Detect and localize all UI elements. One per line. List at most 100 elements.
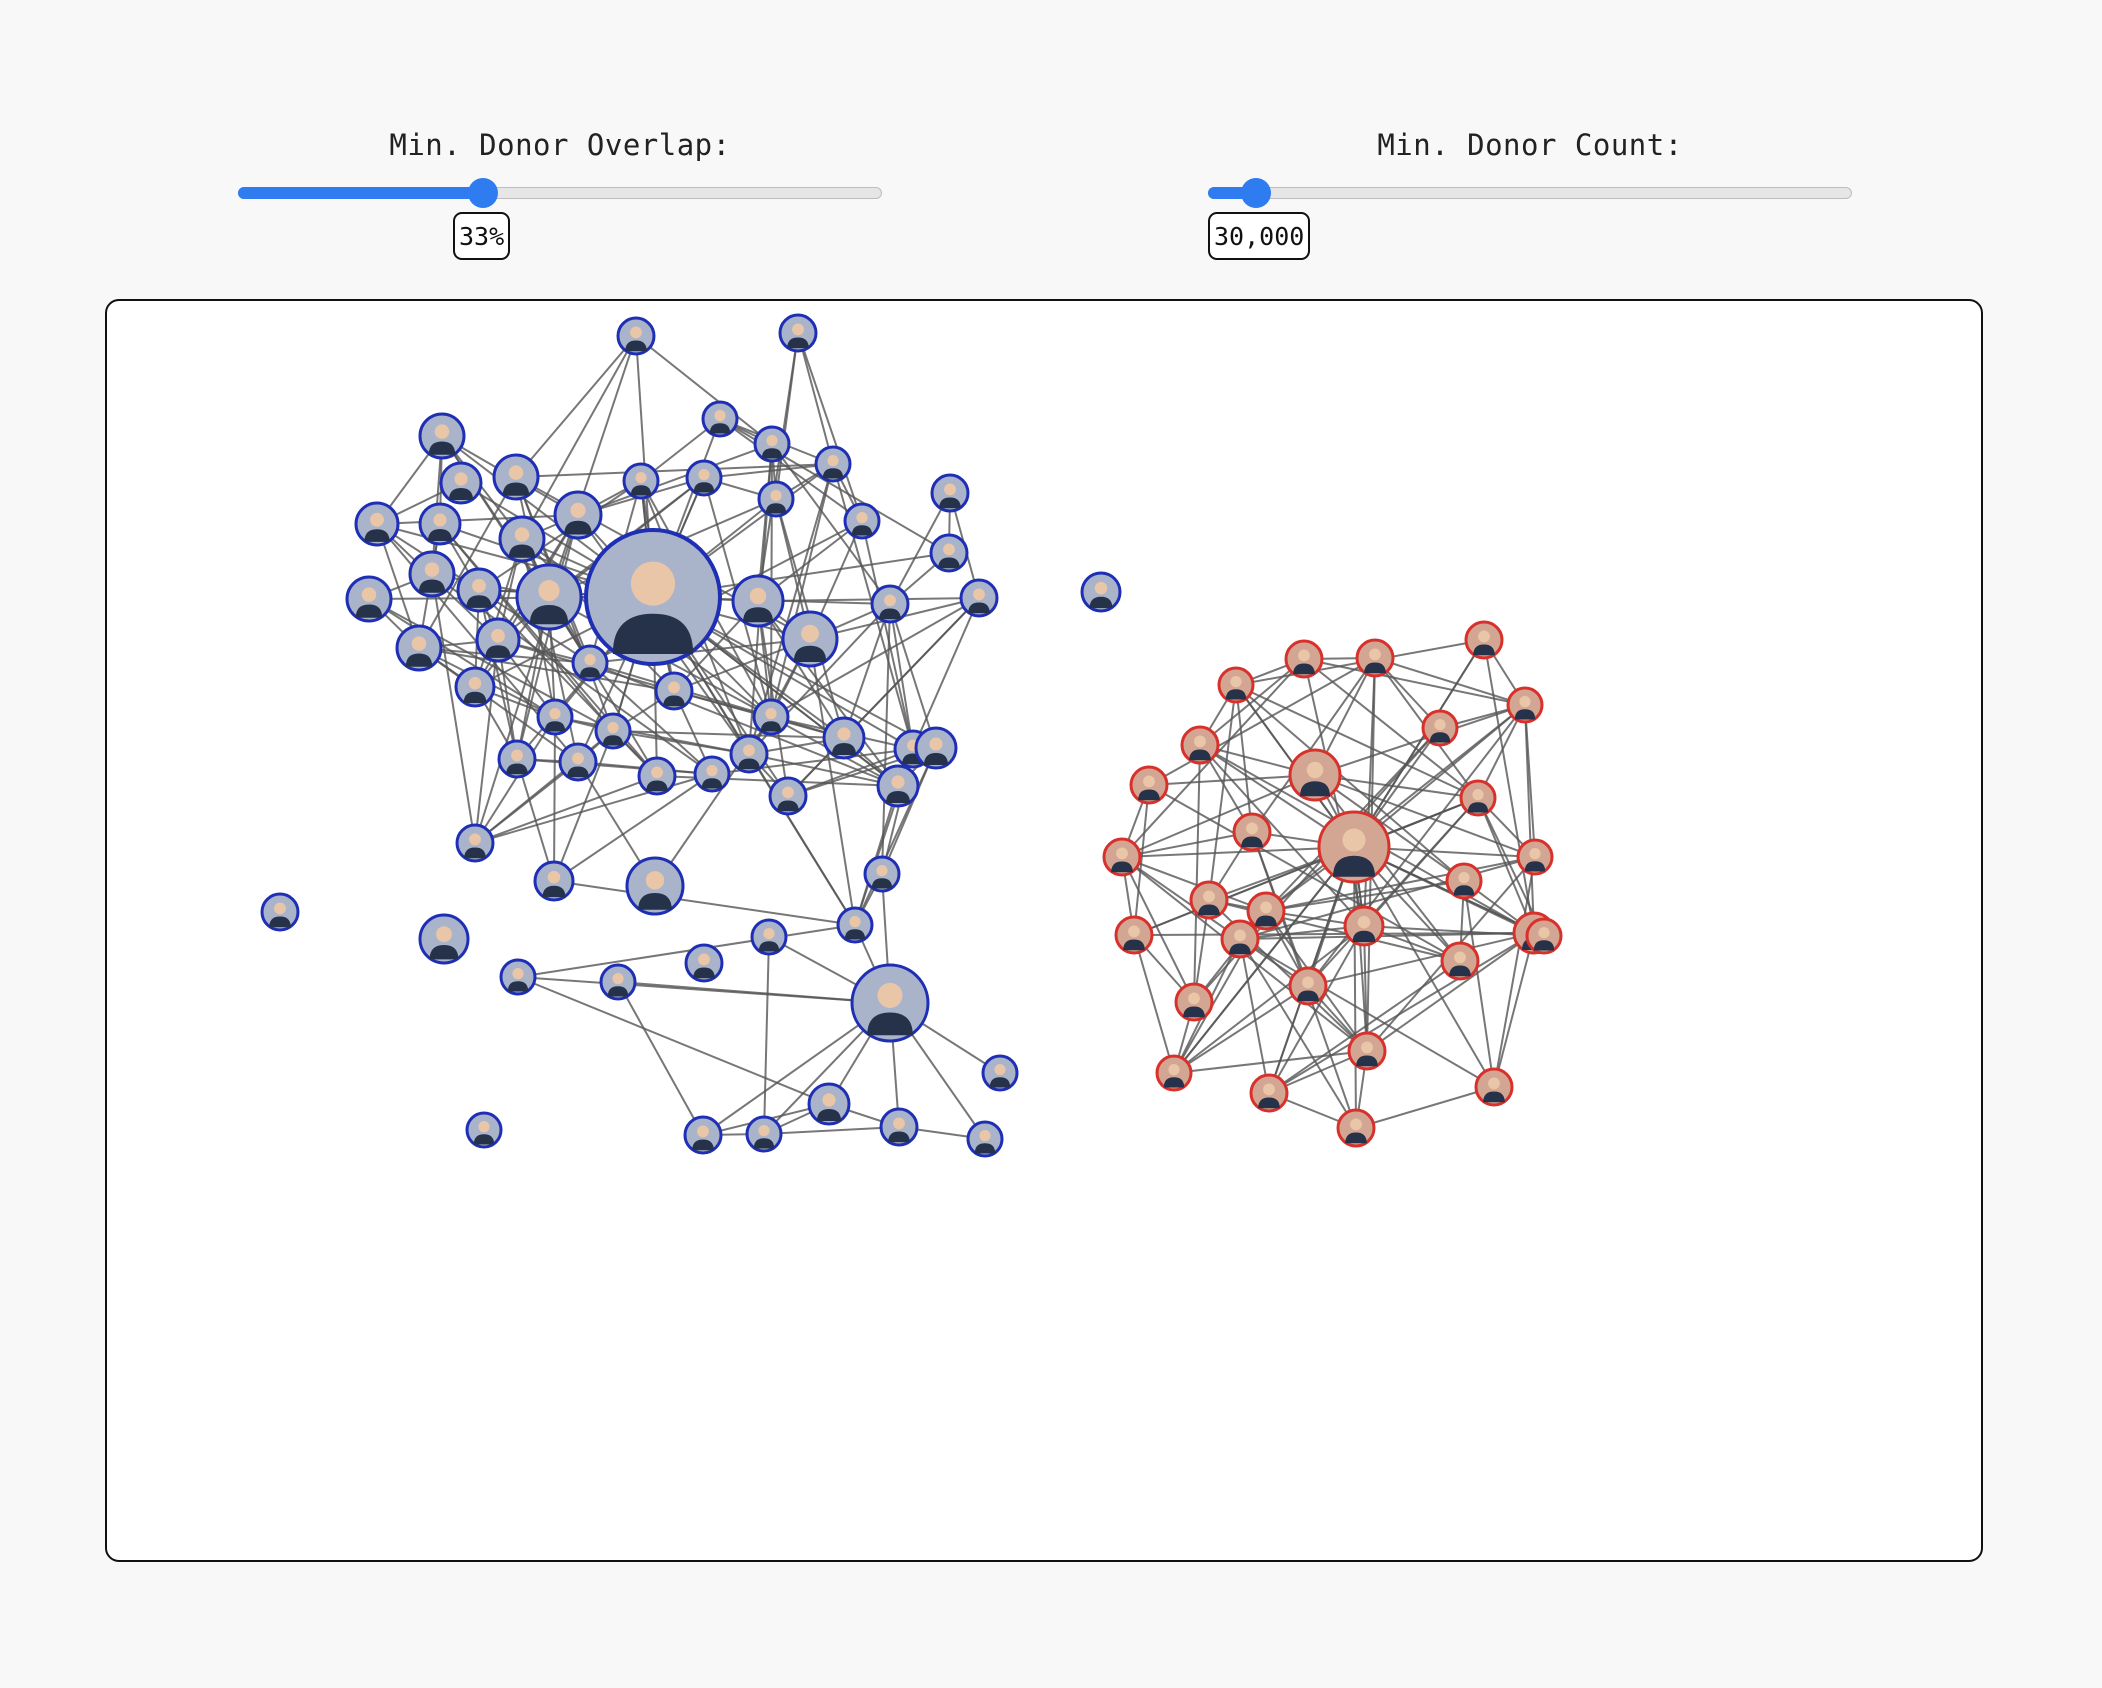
democrat-candidate-node[interactable]	[354, 501, 400, 547]
democrat-candidate-node[interactable]	[599, 963, 637, 1001]
democrat-candidate-node[interactable]	[418, 412, 466, 460]
democrat-candidate-node[interactable]	[836, 906, 874, 944]
republican-candidate-node[interactable]	[1421, 709, 1459, 747]
democrat-candidate-node[interactable]	[929, 533, 969, 573]
democrat-candidate-node[interactable]	[981, 1054, 1019, 1092]
democrat-candidate-node[interactable]	[778, 313, 818, 353]
democrat-candidate-node[interactable]	[594, 712, 632, 750]
republican-candidate-node[interactable]	[1343, 905, 1385, 947]
republican-candidate-node[interactable]	[1474, 1067, 1514, 1107]
democrat-candidate-node[interactable]	[515, 563, 583, 631]
democrat-candidate-node[interactable]	[497, 739, 537, 779]
republican-candidate-node[interactable]	[1317, 810, 1391, 884]
republican-candidate-node[interactable]	[1288, 748, 1342, 802]
democrat-candidate-node[interactable]	[750, 918, 788, 956]
democrat-candidate-node[interactable]	[418, 913, 470, 965]
democrat-candidate-node[interactable]	[625, 856, 685, 916]
democrat-candidate-node[interactable]	[753, 425, 791, 463]
network-canvas[interactable]	[107, 301, 1983, 1562]
democrat-candidate-node[interactable]	[455, 823, 495, 863]
republican-candidate-node[interactable]	[1284, 639, 1324, 679]
democrat-candidate-node[interactable]	[850, 963, 930, 1043]
republican-candidate-node[interactable]	[1232, 812, 1272, 852]
democrat-candidate-node[interactable]	[475, 617, 521, 663]
republican-candidate-node[interactable]	[1464, 620, 1504, 660]
republican-candidate-node[interactable]	[1506, 686, 1544, 724]
democrat-candidate-node[interactable]	[930, 473, 970, 513]
republican-candidate-node[interactable]	[1459, 779, 1497, 817]
republican-candidate-node[interactable]	[1445, 862, 1483, 900]
overlap-slider[interactable]	[238, 178, 882, 208]
democrat-candidate-node[interactable]	[814, 445, 852, 483]
democrat-candidate-node[interactable]	[863, 855, 901, 893]
democrat-candidate-node[interactable]	[553, 490, 603, 540]
republican-candidate-node[interactable]	[1217, 666, 1255, 704]
democrat-candidate-node[interactable]	[752, 698, 790, 736]
democrat-candidate-node[interactable]	[454, 666, 496, 708]
democrat-candidate-node[interactable]	[536, 698, 574, 736]
republican-candidate-node[interactable]	[1180, 725, 1220, 765]
democrat-candidate-node[interactable]	[456, 567, 502, 613]
republican-candidate-node[interactable]	[1129, 765, 1169, 805]
republican-candidate-node[interactable]	[1355, 638, 1395, 678]
democrat-candidate-node[interactable]	[684, 943, 724, 983]
democrat-candidate-node[interactable]	[260, 892, 300, 932]
democrat-candidate-node[interactable]	[622, 462, 660, 500]
democrat-candidate-node[interactable]	[870, 584, 910, 624]
democrat-candidate-node[interactable]	[345, 575, 393, 623]
democrat-candidate-node[interactable]	[745, 1115, 783, 1153]
democrat-candidate-node[interactable]	[395, 624, 443, 672]
democrat-candidate-node[interactable]	[558, 742, 598, 782]
democrat-candidate-node[interactable]	[959, 578, 999, 618]
democrat-candidate-node[interactable]	[584, 528, 722, 666]
republican-candidate-node[interactable]	[1155, 1054, 1193, 1092]
democrat-candidate-node[interactable]	[418, 502, 462, 546]
democrat-candidate-node[interactable]	[683, 1115, 723, 1155]
republican-candidate-node[interactable]	[1525, 917, 1563, 955]
republican-candidate-node[interactable]	[1189, 880, 1229, 920]
republican-candidate-node[interactable]	[1440, 941, 1480, 981]
republican-candidate-node[interactable]	[1220, 919, 1260, 959]
republican-candidate-node[interactable]	[1246, 891, 1286, 931]
democrat-candidate-node[interactable]	[781, 610, 839, 668]
democrat-candidate-node[interactable]	[533, 860, 575, 902]
republican-candidate-node[interactable]	[1288, 966, 1328, 1006]
republican-candidate-node[interactable]	[1174, 982, 1214, 1022]
democrat-candidate-node[interactable]	[685, 459, 723, 497]
democrat-candidate-node[interactable]	[768, 776, 808, 816]
democrat-candidate-node[interactable]	[1080, 571, 1122, 613]
democrat-candidate-node[interactable]	[966, 1120, 1004, 1158]
democrat-candidate-node[interactable]	[571, 644, 609, 682]
democrat-candidate-node[interactable]	[637, 756, 677, 796]
democrat-candidate-node[interactable]	[492, 453, 540, 501]
republican-candidate-node[interactable]	[1516, 838, 1554, 876]
democrat-candidate-node[interactable]	[757, 480, 795, 518]
slider-thumb[interactable]	[468, 178, 498, 208]
democrat-candidate-node[interactable]	[914, 726, 958, 770]
democrat-candidate-node[interactable]	[616, 316, 656, 356]
democrat-candidate-node[interactable]	[498, 515, 546, 563]
republican-candidate-node[interactable]	[1336, 1108, 1376, 1148]
count-slider[interactable]	[1208, 178, 1852, 208]
republican-candidate-node[interactable]	[1347, 1031, 1387, 1071]
democrat-candidate-node[interactable]	[843, 502, 881, 540]
republican-candidate-node[interactable]	[1249, 1073, 1289, 1113]
slider-track[interactable]	[1208, 187, 1852, 199]
democrat-candidate-node[interactable]	[876, 764, 920, 808]
democrat-candidate-node[interactable]	[729, 734, 769, 774]
republican-candidate-node[interactable]	[1114, 915, 1154, 955]
democrat-candidate-node[interactable]	[408, 550, 456, 598]
democrat-candidate-node[interactable]	[701, 400, 739, 438]
donor-network-graph[interactable]	[105, 299, 1983, 1562]
democrat-candidate-node[interactable]	[879, 1107, 919, 1147]
democrat-candidate-node[interactable]	[822, 716, 866, 760]
republican-candidate-node[interactable]	[1102, 837, 1142, 877]
democrat-candidate-node[interactable]	[499, 958, 537, 996]
democrat-candidate-node[interactable]	[465, 1111, 503, 1149]
democrat-candidate-node[interactable]	[693, 755, 731, 793]
democrat-candidate-node[interactable]	[731, 574, 785, 628]
democrat-candidate-node[interactable]	[807, 1082, 851, 1126]
slider-thumb[interactable]	[1241, 178, 1271, 208]
democrat-candidate-node[interactable]	[654, 671, 694, 711]
democrat-candidate-node[interactable]	[439, 461, 483, 505]
